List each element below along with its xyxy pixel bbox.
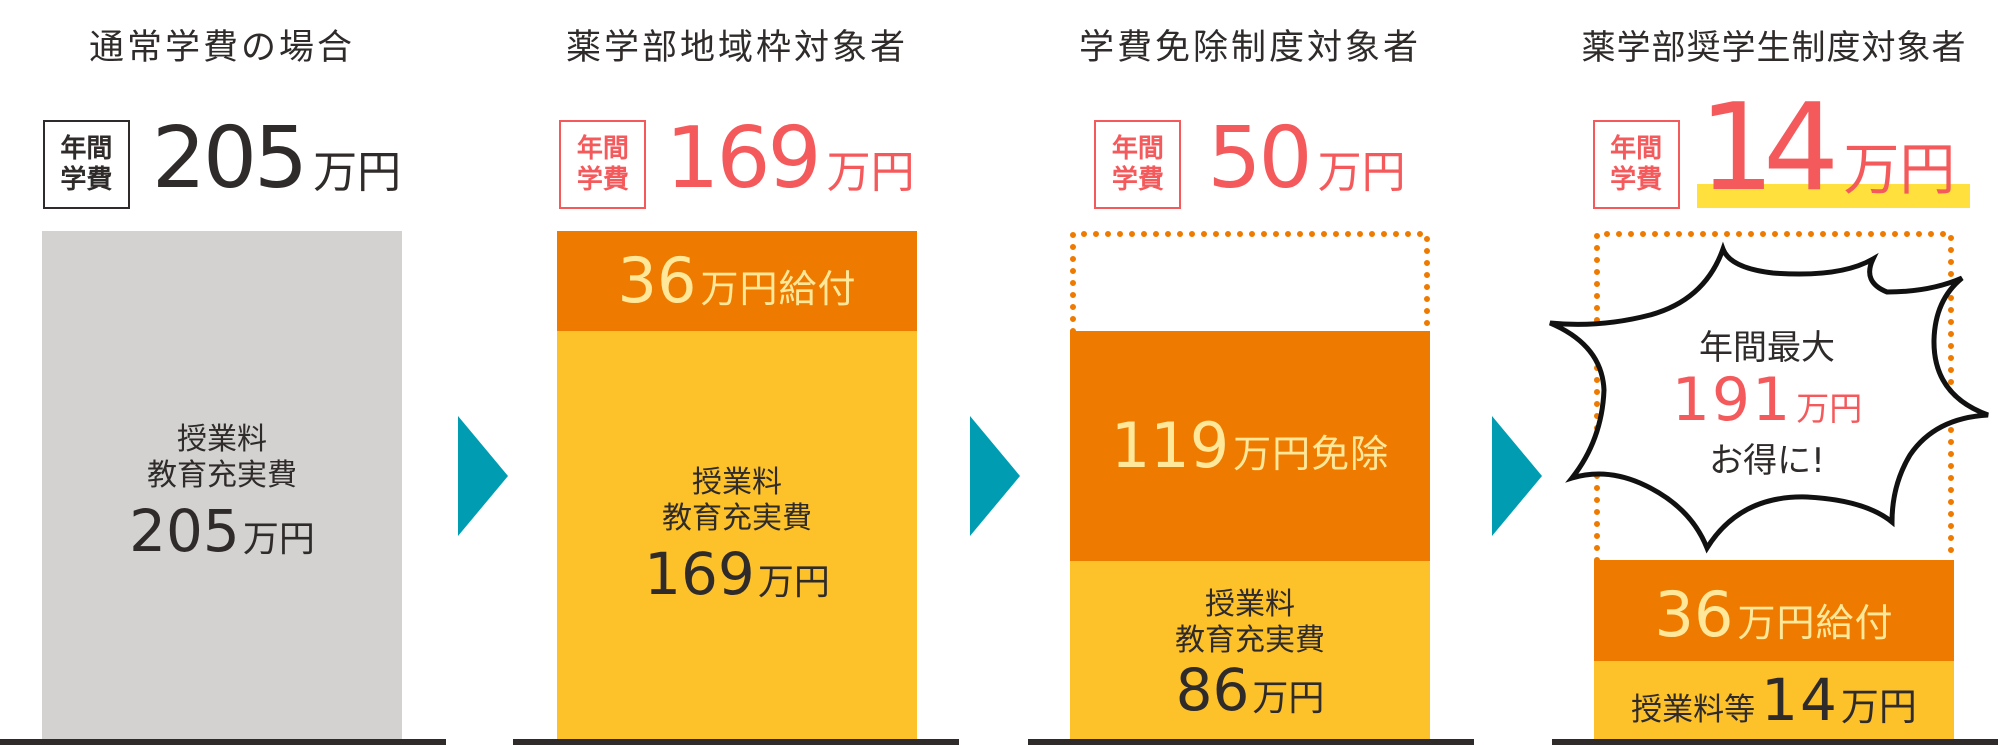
annual-fee-unit: 万円: [1843, 138, 1956, 203]
tuition-value: 86: [1175, 656, 1250, 724]
column-title: 通常学費の場合: [88, 28, 355, 68]
column-regular-fee: 通常学費の場合 年間 学費 205 万円 授業料 教育充実費 205 万円: [42, 0, 402, 745]
annual-fee-unit: 万円: [826, 147, 915, 198]
callout-unit: 万円: [1796, 389, 1863, 428]
column-title: 薬学部奨学生制度対象者: [1581, 28, 1967, 68]
triangle-right-icon: [970, 416, 1020, 536]
annual-fee-unit: 万円: [313, 147, 402, 198]
exemption-amount: 119 万円免除: [1111, 413, 1389, 479]
badge-line1: 年間: [576, 133, 629, 164]
exemption-suffix: 万円免除: [1233, 432, 1390, 476]
annual-fee-price: 169 万円: [665, 116, 914, 201]
column-fee-exemption: 学費免除制度対象者 年間 学費 50 万円 119 万円免除 授業料 教育充実費…: [1070, 0, 1430, 745]
annual-fee-header: 年間 学費 169 万円: [507, 116, 967, 209]
tuition-label: 授業料等: [1631, 692, 1756, 728]
grant-amount: 36 万円給付: [618, 248, 857, 314]
grant-bar: 36 万円給付: [557, 231, 917, 331]
annual-fee-header: 年間 学費 14 万円: [1544, 89, 2004, 209]
triangle-right-icon: [458, 416, 508, 536]
annual-fee-price: 50 万円: [1207, 116, 1405, 201]
annual-fee-price: 205 万円: [152, 116, 401, 201]
tuition-bar: 授業料 教育充実費 86 万円: [1070, 561, 1430, 739]
annual-fee-value: 169: [665, 109, 821, 208]
badge-line1: 年間: [1111, 133, 1164, 164]
badge-line1: 年間: [60, 133, 113, 164]
column-regional-quota: 薬学部地域枠対象者 年間 学費 169 万円 36 万円給付 授業料 教育充実費…: [557, 0, 917, 745]
tuition-amount: 205 万円: [129, 500, 315, 562]
savings-callout: 年間最大 191 万円 お得に!: [1540, 220, 2004, 580]
badge-line1: 年間: [1610, 133, 1663, 164]
annual-fee-badge: 年間 学費: [1094, 120, 1182, 209]
tuition-value: 169: [644, 540, 755, 608]
baseline-bar: [1028, 739, 1474, 745]
column-title: 薬学部地域枠対象者: [565, 28, 908, 68]
annual-fee-header: 年間 学費 205 万円: [0, 116, 452, 209]
badge-line2: 学費: [576, 164, 629, 195]
highlight-marker: [1696, 184, 1971, 208]
baseline-bar: [513, 739, 959, 745]
annual-fee-badge: 年間 学費: [42, 120, 130, 209]
tuition-amount: 86 万円: [1176, 659, 1325, 721]
tuition-bar: 授業料 教育充実費 169 万円: [557, 331, 917, 739]
exemption-value: 119: [1110, 409, 1230, 482]
burst-bubble-icon: [1549, 241, 1989, 554]
annual-fee-price: 14 万円: [1696, 79, 1971, 218]
education-fee-label: 教育充実費: [662, 501, 812, 536]
dotted-outline-icon: [1070, 231, 1430, 334]
tuition-label: 授業料: [692, 465, 782, 500]
dotted-outline: [1070, 231, 1430, 334]
grant-amount: 36 万円給付: [1654, 577, 1894, 651]
tuition-label: 授業料: [177, 422, 267, 457]
tuition-amount: 169 万円: [644, 543, 830, 605]
column-title: 学費免除制度対象者: [1078, 28, 1421, 68]
annual-fee-badge: 年間 学費: [559, 120, 647, 209]
grant-suffix: 万円給付: [1737, 600, 1894, 645]
callout-amount: 191 万円: [1637, 370, 1897, 430]
baseline-bar: [0, 739, 446, 745]
annual-fee-value: 205: [151, 109, 308, 208]
grant-suffix: 万円給付: [700, 267, 857, 311]
tuition-label: 授業料: [1205, 587, 1295, 622]
callout-footer: お得に!: [1709, 441, 1825, 481]
grant-value: 36: [617, 244, 697, 317]
grant-bar: 36 万円給付: [1594, 560, 1954, 661]
exemption-bar: 119 万円免除: [1070, 331, 1430, 561]
column-scholarship: 薬学部奨学生制度対象者 年間 学費 14 万円 36 万円給付 授業料等 14 …: [1582, 0, 1971, 745]
annual-fee-unit: 万円: [1317, 147, 1406, 198]
badge-line2: 学費: [1610, 164, 1663, 195]
triangle-right-icon: [1492, 416, 1542, 536]
annual-fee-value: 50: [1207, 109, 1312, 208]
tuition-unit: 万円: [1840, 685, 1917, 729]
tuition-bar: 授業料等 14 万円: [1594, 661, 1954, 739]
annual-fee-badge: 年間 学費: [1592, 120, 1680, 209]
baseline-bar: [1552, 739, 1998, 745]
annual-fee-value: 14: [1698, 79, 1840, 218]
tuition-unit: 万円: [1252, 678, 1325, 719]
tuition-bar: 授業料 教育充実費 205 万円: [42, 231, 402, 739]
tuition-unit: 万円: [757, 562, 830, 603]
grant-value: 36: [1654, 577, 1734, 651]
annual-fee-header: 年間 学費 50 万円: [1020, 116, 1480, 209]
badge-line2: 学費: [1111, 164, 1164, 195]
tuition-value: 205: [129, 497, 240, 565]
tuition-amount: 授業料等 14 万円: [1631, 669, 1917, 731]
callout-heading: 年間最大: [1699, 328, 1835, 368]
education-fee-label: 教育充実費: [147, 458, 297, 493]
badge-line2: 学費: [60, 164, 113, 195]
education-fee-label: 教育充実費: [1175, 623, 1325, 658]
tuition-value: 14: [1761, 666, 1839, 734]
callout-value: 191: [1671, 365, 1793, 435]
tuition-unit: 万円: [242, 519, 315, 560]
